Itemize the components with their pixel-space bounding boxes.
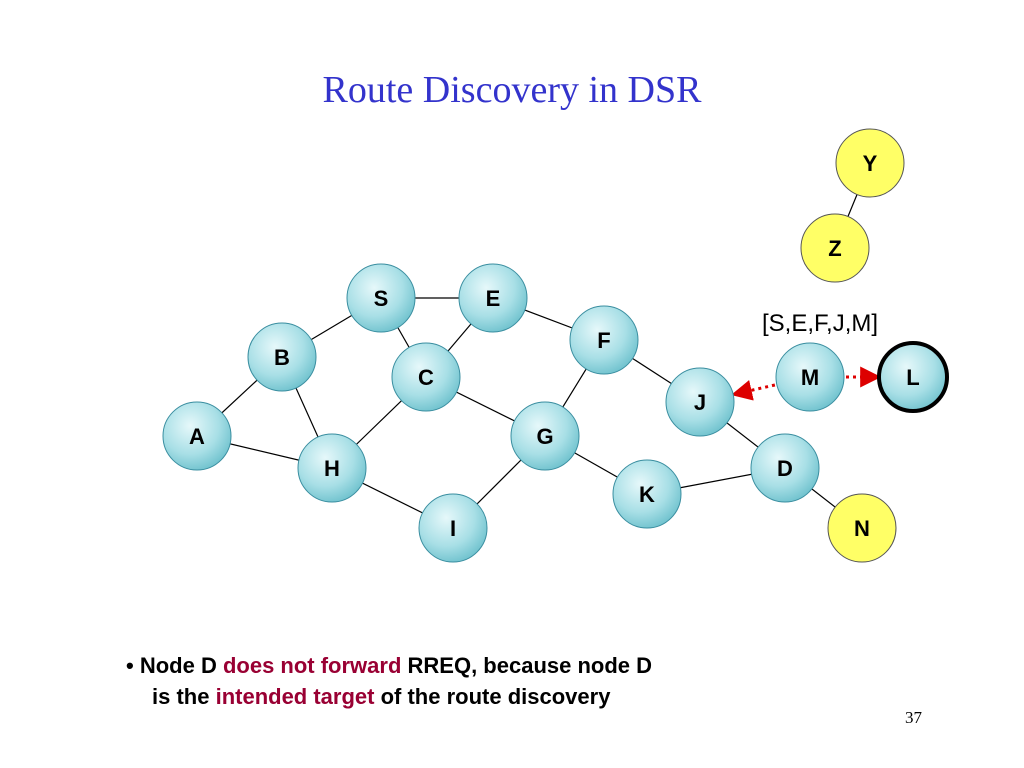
node-label: L xyxy=(906,365,919,390)
node-circle xyxy=(162,401,232,471)
node-circle xyxy=(418,493,488,563)
node-label: E xyxy=(486,286,501,311)
node-j: J xyxy=(665,367,735,437)
node-circle xyxy=(247,322,317,392)
page-number: 37 xyxy=(905,708,922,727)
bullet-highlight-intended-target: intended target xyxy=(215,684,375,709)
node-circle xyxy=(458,263,528,333)
node-label: J xyxy=(694,390,706,415)
bullet-line2: is the intended target of the route disc… xyxy=(126,681,886,712)
node-z: Z xyxy=(800,213,870,283)
bullet-text: • Node D does not forward RREQ, because … xyxy=(126,650,886,712)
node-b: B xyxy=(247,322,317,392)
node-l: L xyxy=(877,341,949,413)
node-i: I xyxy=(418,493,488,563)
node-circle xyxy=(877,341,949,413)
node-circle xyxy=(297,433,367,503)
rreq-arrows-layer xyxy=(731,366,882,401)
rreq-arrow-m-to-j xyxy=(731,380,776,401)
nodes-layer: S E F B C M L J A G H D K I Y Z N xyxy=(162,128,949,563)
node-label: A xyxy=(189,424,205,449)
node-label: K xyxy=(639,482,655,507)
node-k: K xyxy=(612,459,682,529)
node-a: A xyxy=(162,401,232,471)
node-circle xyxy=(775,342,845,412)
node-label: B xyxy=(274,345,290,370)
node-label: I xyxy=(450,516,456,541)
node-circle xyxy=(612,459,682,529)
bullet-part2: RREQ, because node D xyxy=(401,653,653,678)
node-label: F xyxy=(597,328,610,353)
route-record-label: [S,E,F,J,M] xyxy=(762,310,878,337)
node-label: Z xyxy=(828,236,841,261)
node-label: G xyxy=(536,424,553,449)
bullet-part3: is the xyxy=(152,684,216,709)
node-label: Y xyxy=(863,151,878,176)
node-m: M xyxy=(775,342,845,412)
node-d: D xyxy=(750,433,820,503)
node-h: H xyxy=(297,433,367,503)
bullet-part4: of the route discovery xyxy=(374,684,611,709)
node-circle xyxy=(665,367,735,437)
node-s: S xyxy=(346,263,416,333)
node-circle xyxy=(346,263,416,333)
node-label: H xyxy=(324,456,340,481)
node-circle xyxy=(827,493,897,563)
bullet-marker: • xyxy=(126,653,134,678)
node-circle xyxy=(750,433,820,503)
node-y: Y xyxy=(835,128,905,198)
node-label: C xyxy=(418,365,434,390)
node-c: C xyxy=(391,342,461,412)
node-label: N xyxy=(854,516,870,541)
node-circle xyxy=(569,305,639,375)
node-n: N xyxy=(827,493,897,563)
node-label: M xyxy=(801,365,819,390)
node-label: S xyxy=(374,286,389,311)
node-f: F xyxy=(569,305,639,375)
node-e: E xyxy=(458,263,528,333)
node-circle xyxy=(510,401,580,471)
node-circle xyxy=(391,342,461,412)
bullet-part1: Node D xyxy=(139,653,223,678)
node-g: G xyxy=(510,401,580,471)
bullet-highlight-does-not-forward: does not forward xyxy=(222,653,402,678)
slide-title: Route Discovery in DSR xyxy=(322,69,702,111)
node-circle xyxy=(835,128,905,198)
node-label: D xyxy=(777,456,793,481)
node-circle xyxy=(800,213,870,283)
